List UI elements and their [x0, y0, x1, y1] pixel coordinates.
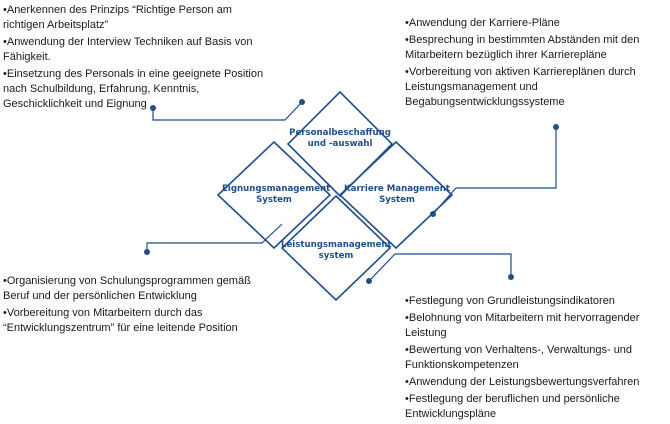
connector-dot [299, 99, 305, 105]
diamond-right [338, 140, 454, 250]
bullets-bottom-right: •Festlegung von Grundleistungsindikatore… [405, 294, 663, 424]
connector-dot [366, 278, 372, 284]
bullet-item: •Einsetzung des Personals in eine geeign… [3, 68, 264, 110]
connector-dot [150, 105, 156, 111]
connector-dot [508, 274, 514, 280]
bullet-item: •Anwendung der Leistungsbewertungsverfah… [405, 376, 640, 388]
connector-bottom-right [368, 253, 512, 282]
connector-dot [430, 211, 436, 217]
bullet-item: •Bewertung von Verhaltens-, Verwaltungs-… [405, 344, 633, 371]
diamond-bottom [280, 194, 392, 302]
label-personalbeschaffung: Personalbeschaffung und -auswahl [289, 128, 391, 149]
connector-top-right [432, 127, 557, 215]
bullet-item: •Anwendung der Interview Techniken auf B… [3, 36, 253, 63]
bullet-item: •Anwendung der Karriere-Pläne [405, 17, 560, 29]
bullets-bottom-left: •Organisierung von Schulungsprogrammen g… [3, 274, 265, 338]
connector-bottom-left [146, 223, 283, 252]
connector-top-left [152, 101, 303, 121]
bullet-item: •Besprechung in bestimmten Abständen mit… [405, 34, 640, 61]
label-eignungsmanagement: Eignungsmanagement System [222, 184, 331, 205]
diamond-left [216, 140, 332, 250]
label-karriere-management: Karriere Management System [343, 184, 451, 205]
bullets-top-left: •Anerkennen des Prinzips “Richtige Perso… [3, 3, 271, 114]
bullets-top-right: •Anwendung der Karriere-Pläne •Besprechu… [405, 16, 663, 112]
bullet-item: •Festlegung der beruflichen und persönli… [405, 393, 620, 420]
bullet-item: •Vorbereitung von Mitarbeitern durch das… [3, 307, 238, 334]
bullet-item: •Belohnung von Mitarbeitern mit hervorra… [405, 312, 640, 339]
connector-dot [553, 124, 559, 130]
bullet-item: •Anerkennen des Prinzips “Richtige Perso… [3, 4, 232, 31]
bullet-item: •Organisierung von Schulungsprogrammen g… [3, 275, 251, 302]
bullet-item: •Vorbereitung von aktiven Karriereplänen… [405, 66, 636, 108]
bullet-item: •Festlegung von Grundleistungsindikatore… [405, 295, 615, 307]
label-leistungsmanagement: Leistungsmanagement system [281, 240, 392, 261]
connector-dot [144, 249, 150, 255]
